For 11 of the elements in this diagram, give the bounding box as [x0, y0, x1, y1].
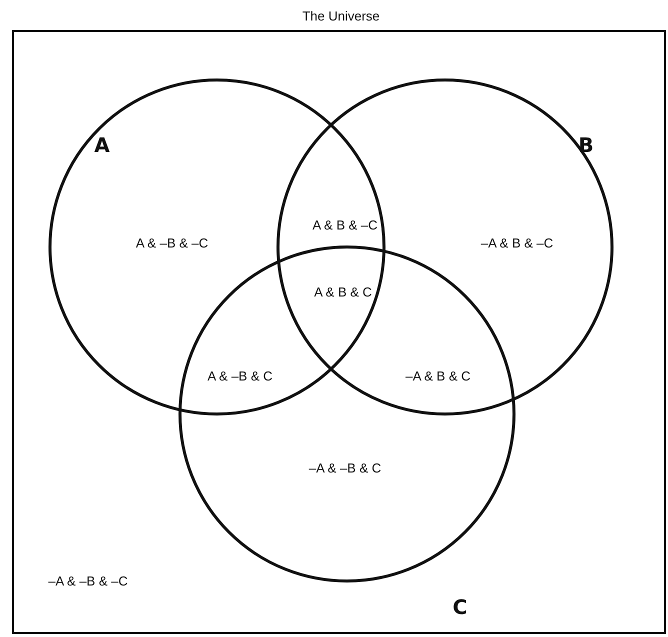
region-label: A & –B & –C — [136, 236, 208, 250]
region-label: –A & –B & –C — [48, 574, 128, 588]
region-label: –A & B & –C — [480, 236, 554, 250]
region-label: A & B & C — [314, 284, 372, 300]
set-label: C — [452, 595, 468, 619]
region-label: A & –B & C — [207, 368, 273, 384]
set-label: A — [94, 133, 110, 157]
region-label: –A & –B & C — [308, 460, 382, 476]
region-label: –A & B & C — [405, 368, 471, 384]
region-label: A & B & –C — [312, 218, 378, 232]
universe-title: The Universe — [302, 8, 380, 24]
